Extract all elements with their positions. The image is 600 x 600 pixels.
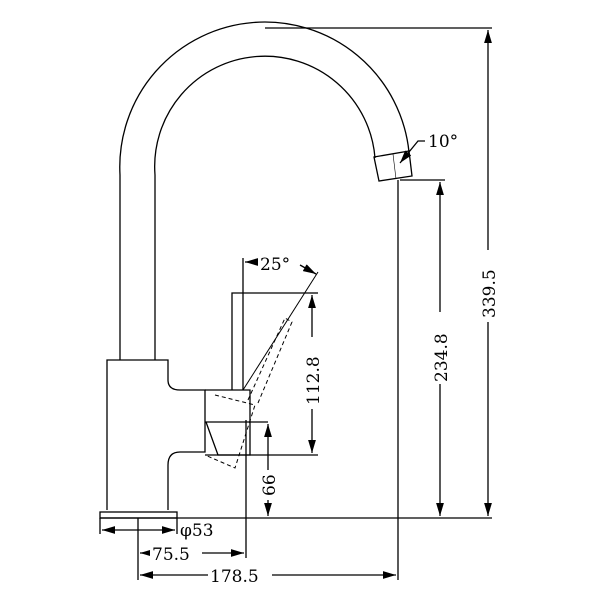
dim-aerator-angle: 10° <box>428 132 458 152</box>
aerator <box>373 150 413 182</box>
dim-base-diameter: φ53 <box>180 521 214 541</box>
dim-lever-angle: 25° <box>260 255 290 275</box>
lever <box>231 292 310 390</box>
base-plate <box>99 511 178 519</box>
faucet-body <box>106 359 206 510</box>
spout-outer <box>119 21 410 360</box>
dim-spout-reach: 178.5 <box>210 567 259 587</box>
dim-handle-height: 66 <box>260 474 280 496</box>
spout-inner <box>154 55 376 360</box>
dim-lever-height: 112.8 <box>304 356 324 405</box>
dim-total-height: 339.5 <box>480 269 500 318</box>
dim-spout-height: 234.8 <box>432 333 452 382</box>
lever-tilted <box>204 317 293 469</box>
handle <box>205 389 268 456</box>
dim-lever-reach: 75.5 <box>152 545 190 565</box>
